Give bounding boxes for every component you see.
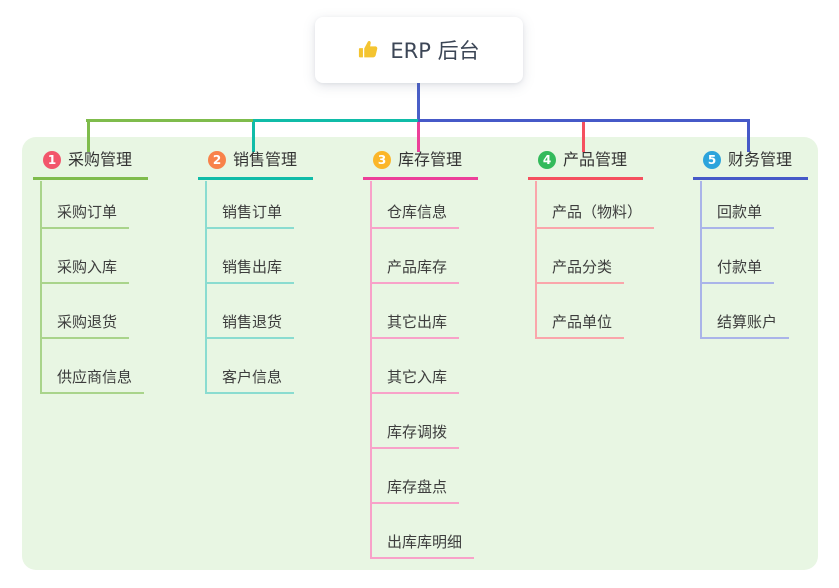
child-node[interactable]: 结算账户 [702,284,790,339]
child-node[interactable]: 付款单 [702,229,775,284]
branches-panel [22,137,818,570]
child-node[interactable]: 出库库明细 [372,504,475,559]
branch-title: 产品管理 [563,150,628,169]
branch-number-badge: 2 [208,150,226,169]
child-node[interactable]: 销售出库 [207,229,295,284]
branch-title: 采购管理 [68,150,133,169]
branch-children: 采购订单采购入库采购退货供应商信息 [40,181,145,394]
child-node[interactable]: 库存盘点 [372,449,460,504]
bus-segment-1 [86,119,253,122]
branch-children: 产品（物料）产品分类产品单位 [535,181,655,339]
branch-header[interactable]: 4 产品管理 [528,150,643,181]
child-node[interactable]: 产品（物料） [537,181,655,229]
branch-number-badge: 1 [43,150,61,169]
branch-number-badge: 5 [703,150,721,169]
child-node[interactable]: 其它出库 [372,284,460,339]
branch-header[interactable]: 5 财务管理 [693,150,808,181]
child-node[interactable]: 销售订单 [207,181,295,229]
child-node[interactable]: 库存调拨 [372,394,460,449]
root-label: ERP 后台 [390,39,480,63]
branch-header[interactable]: 2 销售管理 [198,150,313,181]
child-node[interactable]: 产品分类 [537,229,625,284]
bus-segment-2 [253,119,418,122]
child-node[interactable]: 采购退货 [42,284,130,339]
child-node[interactable]: 仓库信息 [372,181,460,229]
branch-header[interactable]: 1 采购管理 [33,150,148,181]
branch-drop-line [251,122,255,152]
child-node[interactable]: 采购入库 [42,229,130,284]
root-stem-line [417,83,420,119]
child-node[interactable]: 采购订单 [42,181,130,229]
child-node[interactable]: 产品单位 [537,284,625,339]
branch-header[interactable]: 3 库存管理 [363,150,478,181]
branch-title: 库存管理 [398,150,463,169]
branch-number-badge: 4 [538,150,556,169]
child-node[interactable]: 回款单 [702,181,775,229]
thumbs-up-icon [358,39,380,61]
branch-title: 销售管理 [233,150,298,169]
branch-number-badge: 3 [373,150,391,169]
root-node[interactable]: ERP 后台 [315,17,523,83]
child-node[interactable]: 产品库存 [372,229,460,284]
child-node[interactable]: 客户信息 [207,339,295,394]
branch-drop-line [746,122,750,152]
branch-drop-line [86,122,90,152]
child-node[interactable]: 其它入库 [372,339,460,394]
branch-drop-line [416,122,420,152]
branch-drop-line [581,122,585,152]
branch-children: 销售订单销售出库销售退货客户信息 [205,181,295,394]
branch-children: 仓库信息产品库存其它出库其它入库库存调拨库存盘点出库库明细 [370,181,475,559]
child-node[interactable]: 供应商信息 [42,339,145,394]
child-node[interactable]: 销售退货 [207,284,295,339]
bus-segment-3 [418,119,750,122]
branch-title: 财务管理 [728,150,793,169]
branch-children: 回款单付款单结算账户 [700,181,790,339]
